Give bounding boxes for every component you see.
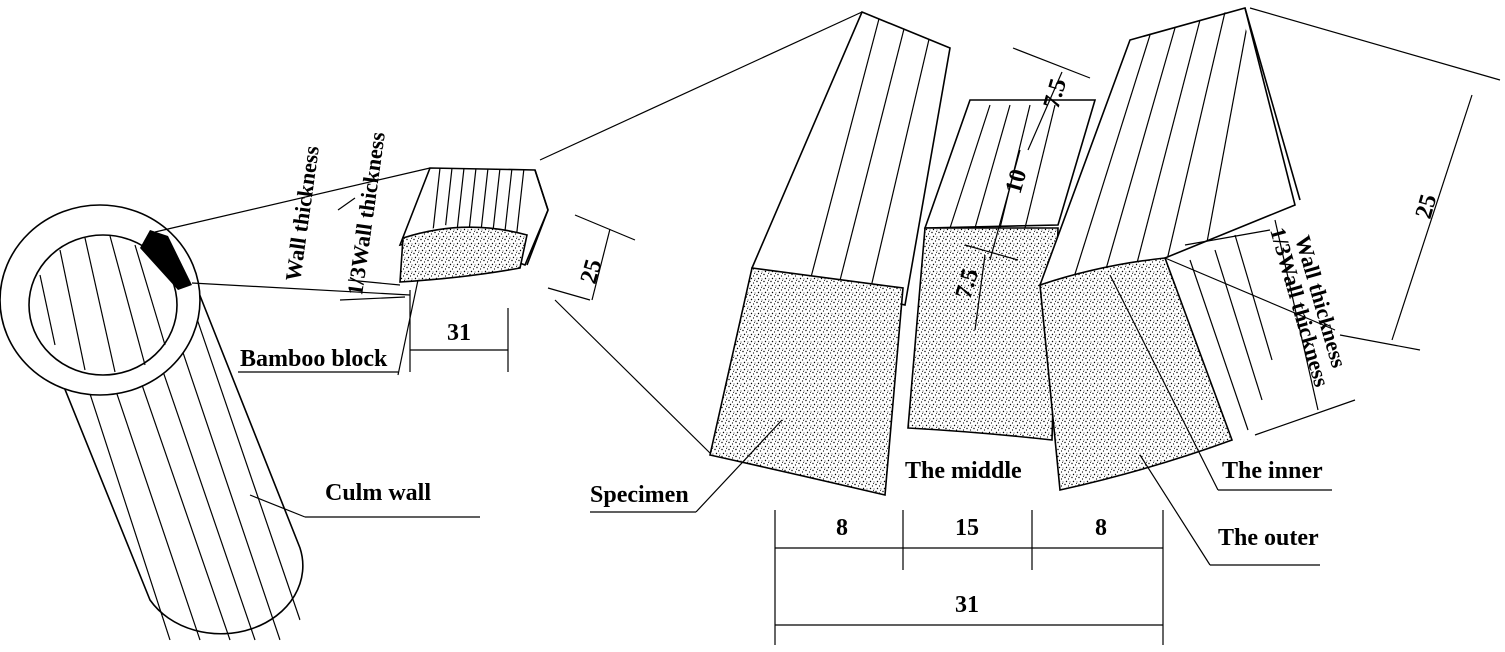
dim-middle-width: 15 [955, 515, 979, 541]
bamboo-block-marker [140, 230, 192, 290]
label-bamboo-block: Bamboo block [240, 346, 388, 372]
bamboo-block-face [399, 226, 528, 283]
left-strip-fibers [804, 14, 931, 301]
zoom-line-specimen-bottom [554, 299, 713, 456]
label-the-middle: The middle [905, 458, 1022, 484]
zoom-line-top [154, 167, 431, 233]
zoom-line-bottom [191, 282, 411, 296]
dim-total-width: 31 [955, 592, 979, 618]
dim-block-width: 31 [447, 320, 471, 346]
labels: Wall thickness 1/3Wall thickness Bamboo … [240, 76, 1442, 618]
label-the-inner: The inner [1222, 458, 1323, 484]
specimen-assembly [709, 7, 1501, 645]
label-the-outer: The outer [1218, 525, 1319, 551]
dim-inner-width: 8 [1095, 515, 1107, 541]
right-strip-fibers [1069, 9, 1251, 288]
label-culm-wall: Culm wall [325, 480, 431, 506]
dim-block-height: 25 [576, 256, 608, 286]
dim-outer-width: 8 [836, 515, 848, 541]
specimen-outer-block [709, 267, 904, 496]
specimen-inner-block [1039, 257, 1234, 491]
specimen-middle-block [907, 227, 1059, 441]
bamboo-block [337, 167, 636, 376]
label-specimen: Specimen [590, 482, 689, 508]
culm-tube [0, 204, 304, 641]
zoom-line-specimen-top [539, 11, 863, 161]
dim-right-height: 25 [1411, 191, 1443, 221]
label-wall-thickness-left: Wall thickness [280, 144, 324, 283]
label-third-wall-thickness-left: 1/3Wall thickness [342, 130, 390, 297]
culm-inner-hatching [39, 235, 166, 373]
